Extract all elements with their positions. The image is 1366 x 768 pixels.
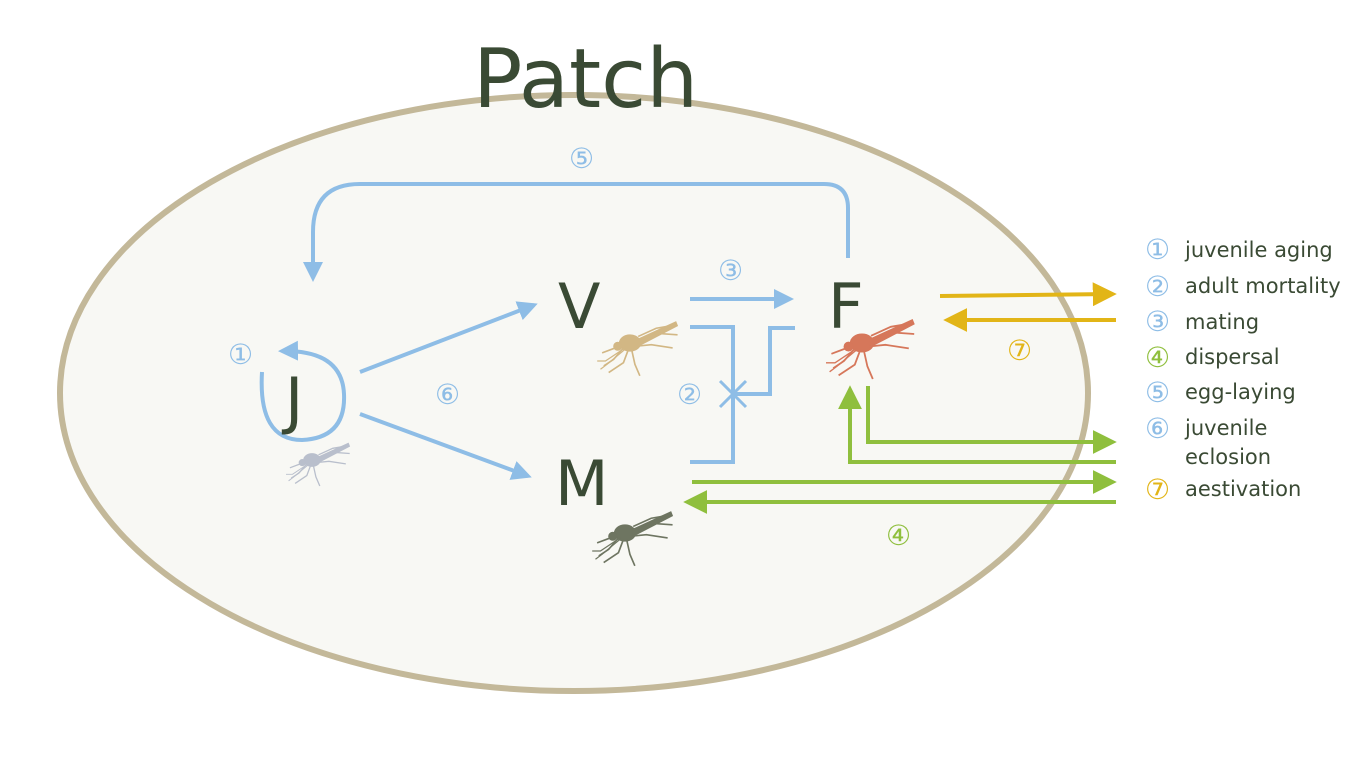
legend-item: ⑥ juvenile eclosion (1145, 412, 1271, 469)
legend-number: ④ (1145, 341, 1170, 374)
legend-number: ② (1145, 270, 1170, 303)
legend-number: ⑥ (1145, 412, 1170, 445)
legend-number: ③ (1145, 305, 1170, 338)
legend-number: ① (1145, 233, 1170, 266)
egg-laying-number: ⑤ (569, 142, 594, 175)
patch-boundary (57, 92, 1091, 694)
aestivation-number: ⑦ (1007, 334, 1032, 367)
legend-item: ① juvenile aging (1145, 233, 1333, 266)
legend-item: ④ dispersal (1145, 341, 1280, 374)
legend: ① juvenile aging ② adult mortality ③ mat… (1145, 233, 1341, 506)
mortality-cross-icon (718, 379, 748, 409)
legend-number: ⑤ (1145, 376, 1170, 409)
legend-label-line2: eclosion (1185, 445, 1271, 469)
patch-title: Patch (473, 32, 698, 127)
node-f: F (828, 270, 864, 343)
juvenile-aging-loop (259, 340, 347, 443)
dispersal-arrow-f-out (866, 386, 1117, 454)
mortality-path-f (733, 326, 795, 396)
mating-number: ③ (718, 254, 743, 287)
egg-laying-arrow (303, 182, 850, 282)
legend-label: dispersal (1185, 345, 1280, 369)
eclosion-arrow-v (359, 301, 538, 374)
legend-item: ⑦ aestivation (1145, 473, 1301, 506)
legend-label: juvenile aging (1184, 238, 1333, 262)
legend-label: adult mortality (1185, 274, 1341, 298)
legend-label: egg-laying (1185, 380, 1296, 404)
node-j: J (281, 364, 303, 437)
juvenile-aging-number: ① (228, 338, 253, 371)
legend-number: ⑦ (1145, 473, 1170, 506)
legend-item: ⑤ egg-laying (1145, 376, 1296, 409)
node-v: V (558, 270, 600, 343)
aestivation-arrow-out (939, 282, 1117, 307)
legend-label: juvenile (1184, 416, 1267, 440)
dispersal-arrow-f-in (838, 385, 1116, 464)
eclosion-arrow-m (359, 412, 532, 480)
legend-item: ② adult mortality (1145, 270, 1341, 303)
node-m: M (555, 447, 609, 520)
dispersal-number: ④ (886, 519, 911, 552)
legend-item: ③ mating (1145, 305, 1259, 338)
adult-mortality-number: ② (677, 378, 702, 411)
legend-label: aestivation (1185, 477, 1301, 501)
legend-label: mating (1185, 310, 1259, 334)
juvenile-eclosion-number: ⑥ (435, 378, 460, 411)
